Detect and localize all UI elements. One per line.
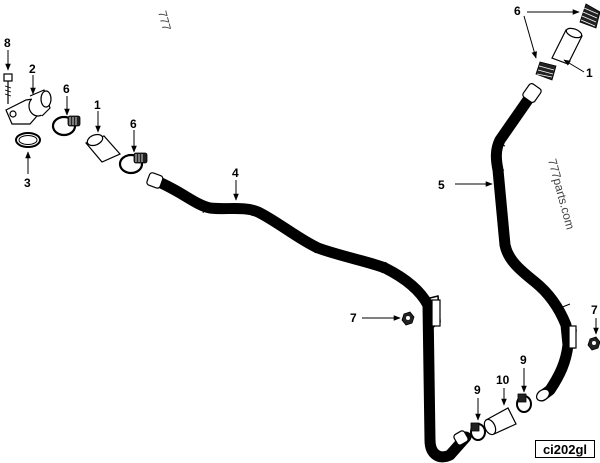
clamp-part-bottom-right (516, 393, 532, 413)
leader-lines (5, 9, 599, 421)
callout-9-right: 9 (520, 353, 527, 367)
hose-part-bottom (483, 407, 517, 436)
hose-part-top (551, 27, 583, 65)
watermark-top: 777 (155, 9, 174, 32)
callout-4: 4 (232, 166, 239, 180)
callout-7-right: 7 (591, 303, 598, 317)
nut-part-right (587, 336, 600, 351)
callout-6-mid: 6 (130, 117, 137, 131)
flange-part (5, 89, 52, 125)
callout-5: 5 (438, 178, 445, 192)
callout-9-left: 9 (474, 383, 481, 397)
tube-5 (490, 83, 577, 402)
callout-6-left: 6 (63, 82, 70, 96)
callout-7-left: 7 (350, 311, 357, 325)
callout-2: 2 (29, 62, 36, 76)
callout-6-top: 6 (514, 4, 521, 18)
o-ring-part (15, 132, 41, 148)
clamp-part-top (579, 3, 600, 29)
bolt-part (3, 73, 13, 104)
diagram-id-label: ci202gl (535, 440, 595, 458)
nut-part-left (401, 311, 415, 326)
callout-1-left: 1 (94, 98, 101, 112)
watermark-side: 777parts.com (545, 157, 577, 231)
callout-1-top: 1 (586, 66, 593, 80)
clamp-part-mid (535, 61, 557, 81)
clamp-part-bottom-left (470, 422, 486, 441)
hose-part-left (85, 133, 121, 163)
tube-4 (146, 172, 472, 463)
callout-10: 10 (496, 373, 510, 387)
callout-3: 3 (24, 176, 31, 190)
clamp-part-right (118, 152, 148, 175)
callout-8: 8 (4, 36, 11, 50)
clamp-part-left (51, 115, 81, 137)
